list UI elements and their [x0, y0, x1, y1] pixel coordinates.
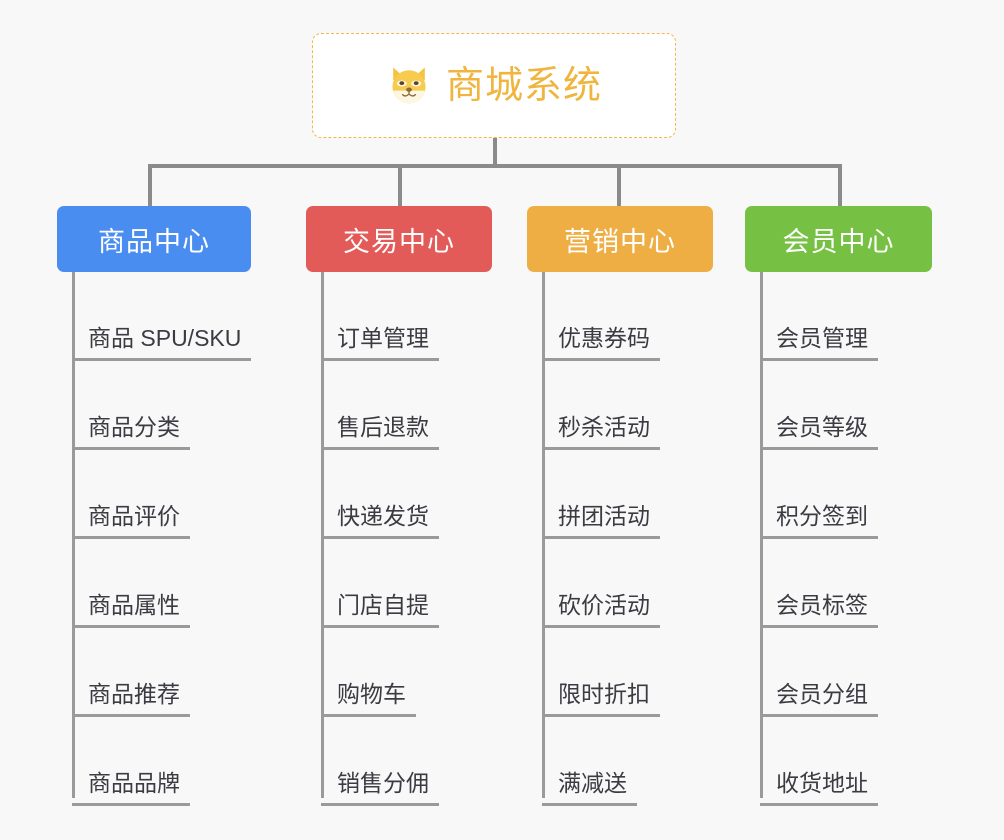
leaf-label: 秒杀活动 — [542, 414, 660, 451]
branch-area-product-center: 商品 SPU/SKU 商品分类 商品评价 商品属性 商品推荐 商品品牌 — [71, 272, 252, 807]
category-column-marketing-center: 营销中心 优惠券码 秒杀活动 拼团活动 砍价活动 限时折扣 满减送 — [527, 206, 713, 807]
leaf-label: 商品评价 — [72, 503, 190, 540]
list-item[interactable]: 会员等级 — [760, 361, 932, 451]
leaf-label: 商品品牌 — [72, 770, 190, 807]
list-item[interactable]: 满减送 — [542, 717, 713, 807]
branch-trunk — [72, 272, 75, 798]
list-item[interactable]: 会员分组 — [760, 628, 932, 718]
branch-area-trade-center: 订单管理 售后退款 快递发货 门店自提 购物车 销售分佣 — [321, 272, 492, 807]
branch-area-member-center: 会员管理 会员等级 积分签到 会员标签 会员分组 收货地址 — [760, 272, 932, 807]
category-column-product-center: 商品中心 商品 SPU/SKU 商品分类 商品评价 商品属性 商品推荐 商品品牌 — [57, 206, 252, 807]
leaf-label: 会员等级 — [760, 414, 878, 451]
list-item[interactable]: 商品品牌 — [72, 717, 251, 807]
leaf-label: 优惠券码 — [542, 325, 660, 362]
category-column-member-center: 会员中心 会员管理 会员等级 积分签到 会员标签 会员分组 收货地址 — [745, 206, 932, 807]
category-label: 营销中心 — [564, 226, 676, 257]
leaf-label: 商品属性 — [72, 592, 190, 629]
root-node-shopping-mall-system[interactable]: 商城系统 — [312, 33, 676, 138]
branch-trunk — [321, 272, 324, 798]
list-item[interactable]: 会员标签 — [760, 539, 932, 629]
leaf-label: 商品推荐 — [72, 681, 190, 718]
category-header-member-center[interactable]: 会员中心 — [745, 206, 932, 272]
list-item[interactable]: 订单管理 — [321, 272, 492, 362]
leaf-label: 会员分组 — [760, 681, 878, 718]
leaf-label: 限时折扣 — [542, 681, 660, 718]
list-item[interactable]: 购物车 — [321, 628, 492, 718]
leaf-label: 购物车 — [321, 681, 416, 718]
shiba-dog-face-icon — [392, 66, 426, 103]
category-header-marketing-center[interactable]: 营销中心 — [527, 206, 713, 272]
connector-drop-3 — [617, 166, 621, 206]
category-header-trade-center[interactable]: 交易中心 — [306, 206, 492, 272]
list-item[interactable]: 售后退款 — [321, 361, 492, 451]
leaf-label: 商品分类 — [72, 414, 190, 451]
list-item[interactable]: 秒杀活动 — [542, 361, 713, 451]
list-item[interactable]: 快递发货 — [321, 450, 492, 540]
leaf-label: 积分签到 — [760, 503, 878, 540]
leaf-label: 拼团活动 — [542, 503, 660, 540]
root-node-title: 商城系统 — [445, 64, 602, 107]
list-item[interactable]: 门店自提 — [321, 539, 492, 629]
connector-drop-1 — [148, 166, 152, 206]
list-item[interactable]: 商品推荐 — [72, 628, 251, 718]
category-label: 会员中心 — [782, 226, 895, 257]
leaf-label: 订单管理 — [321, 325, 439, 362]
list-item[interactable]: 商品 SPU/SKU — [71, 272, 252, 362]
branch-trunk — [760, 272, 763, 798]
leaf-label: 砍价活动 — [542, 592, 660, 629]
list-item[interactable]: 限时折扣 — [542, 628, 713, 718]
leaf-label: 会员管理 — [760, 325, 878, 362]
leaf-label: 商品 SPU/SKU — [71, 325, 252, 362]
list-item[interactable]: 商品评价 — [72, 450, 251, 540]
branch-trunk — [542, 272, 545, 798]
list-item[interactable]: 积分签到 — [760, 450, 932, 540]
leaf-label: 门店自提 — [321, 592, 439, 629]
leaf-label: 售后退款 — [321, 414, 439, 451]
leaf-label: 快递发货 — [321, 503, 439, 540]
category-header-product-center[interactable]: 商品中心 — [57, 206, 251, 272]
list-item[interactable]: 收货地址 — [760, 717, 932, 807]
leaf-label: 会员标签 — [760, 592, 878, 629]
connector-horizontal-bus — [148, 164, 842, 168]
category-label: 商品中心 — [98, 226, 210, 257]
leaf-label: 销售分佣 — [321, 770, 439, 807]
branch-area-marketing-center: 优惠券码 秒杀活动 拼团活动 砍价活动 限时折扣 满减送 — [542, 272, 713, 807]
list-item[interactable]: 商品属性 — [72, 539, 251, 629]
connector-drop-4 — [838, 166, 842, 206]
category-column-trade-center: 交易中心 订单管理 售后退款 快递发货 门店自提 购物车 销售分佣 — [306, 206, 492, 807]
leaf-label: 收货地址 — [760, 770, 878, 807]
list-item[interactable]: 商品分类 — [72, 361, 251, 451]
leaf-label: 满减送 — [542, 770, 637, 807]
category-label: 交易中心 — [343, 226, 455, 257]
list-item[interactable]: 优惠券码 — [542, 272, 713, 362]
list-item[interactable]: 会员管理 — [760, 272, 932, 362]
connector-drop-2 — [398, 166, 402, 206]
connector-root-stem — [493, 138, 497, 166]
list-item[interactable]: 砍价活动 — [542, 539, 713, 629]
list-item[interactable]: 销售分佣 — [321, 717, 492, 807]
list-item[interactable]: 拼团活动 — [542, 450, 713, 540]
